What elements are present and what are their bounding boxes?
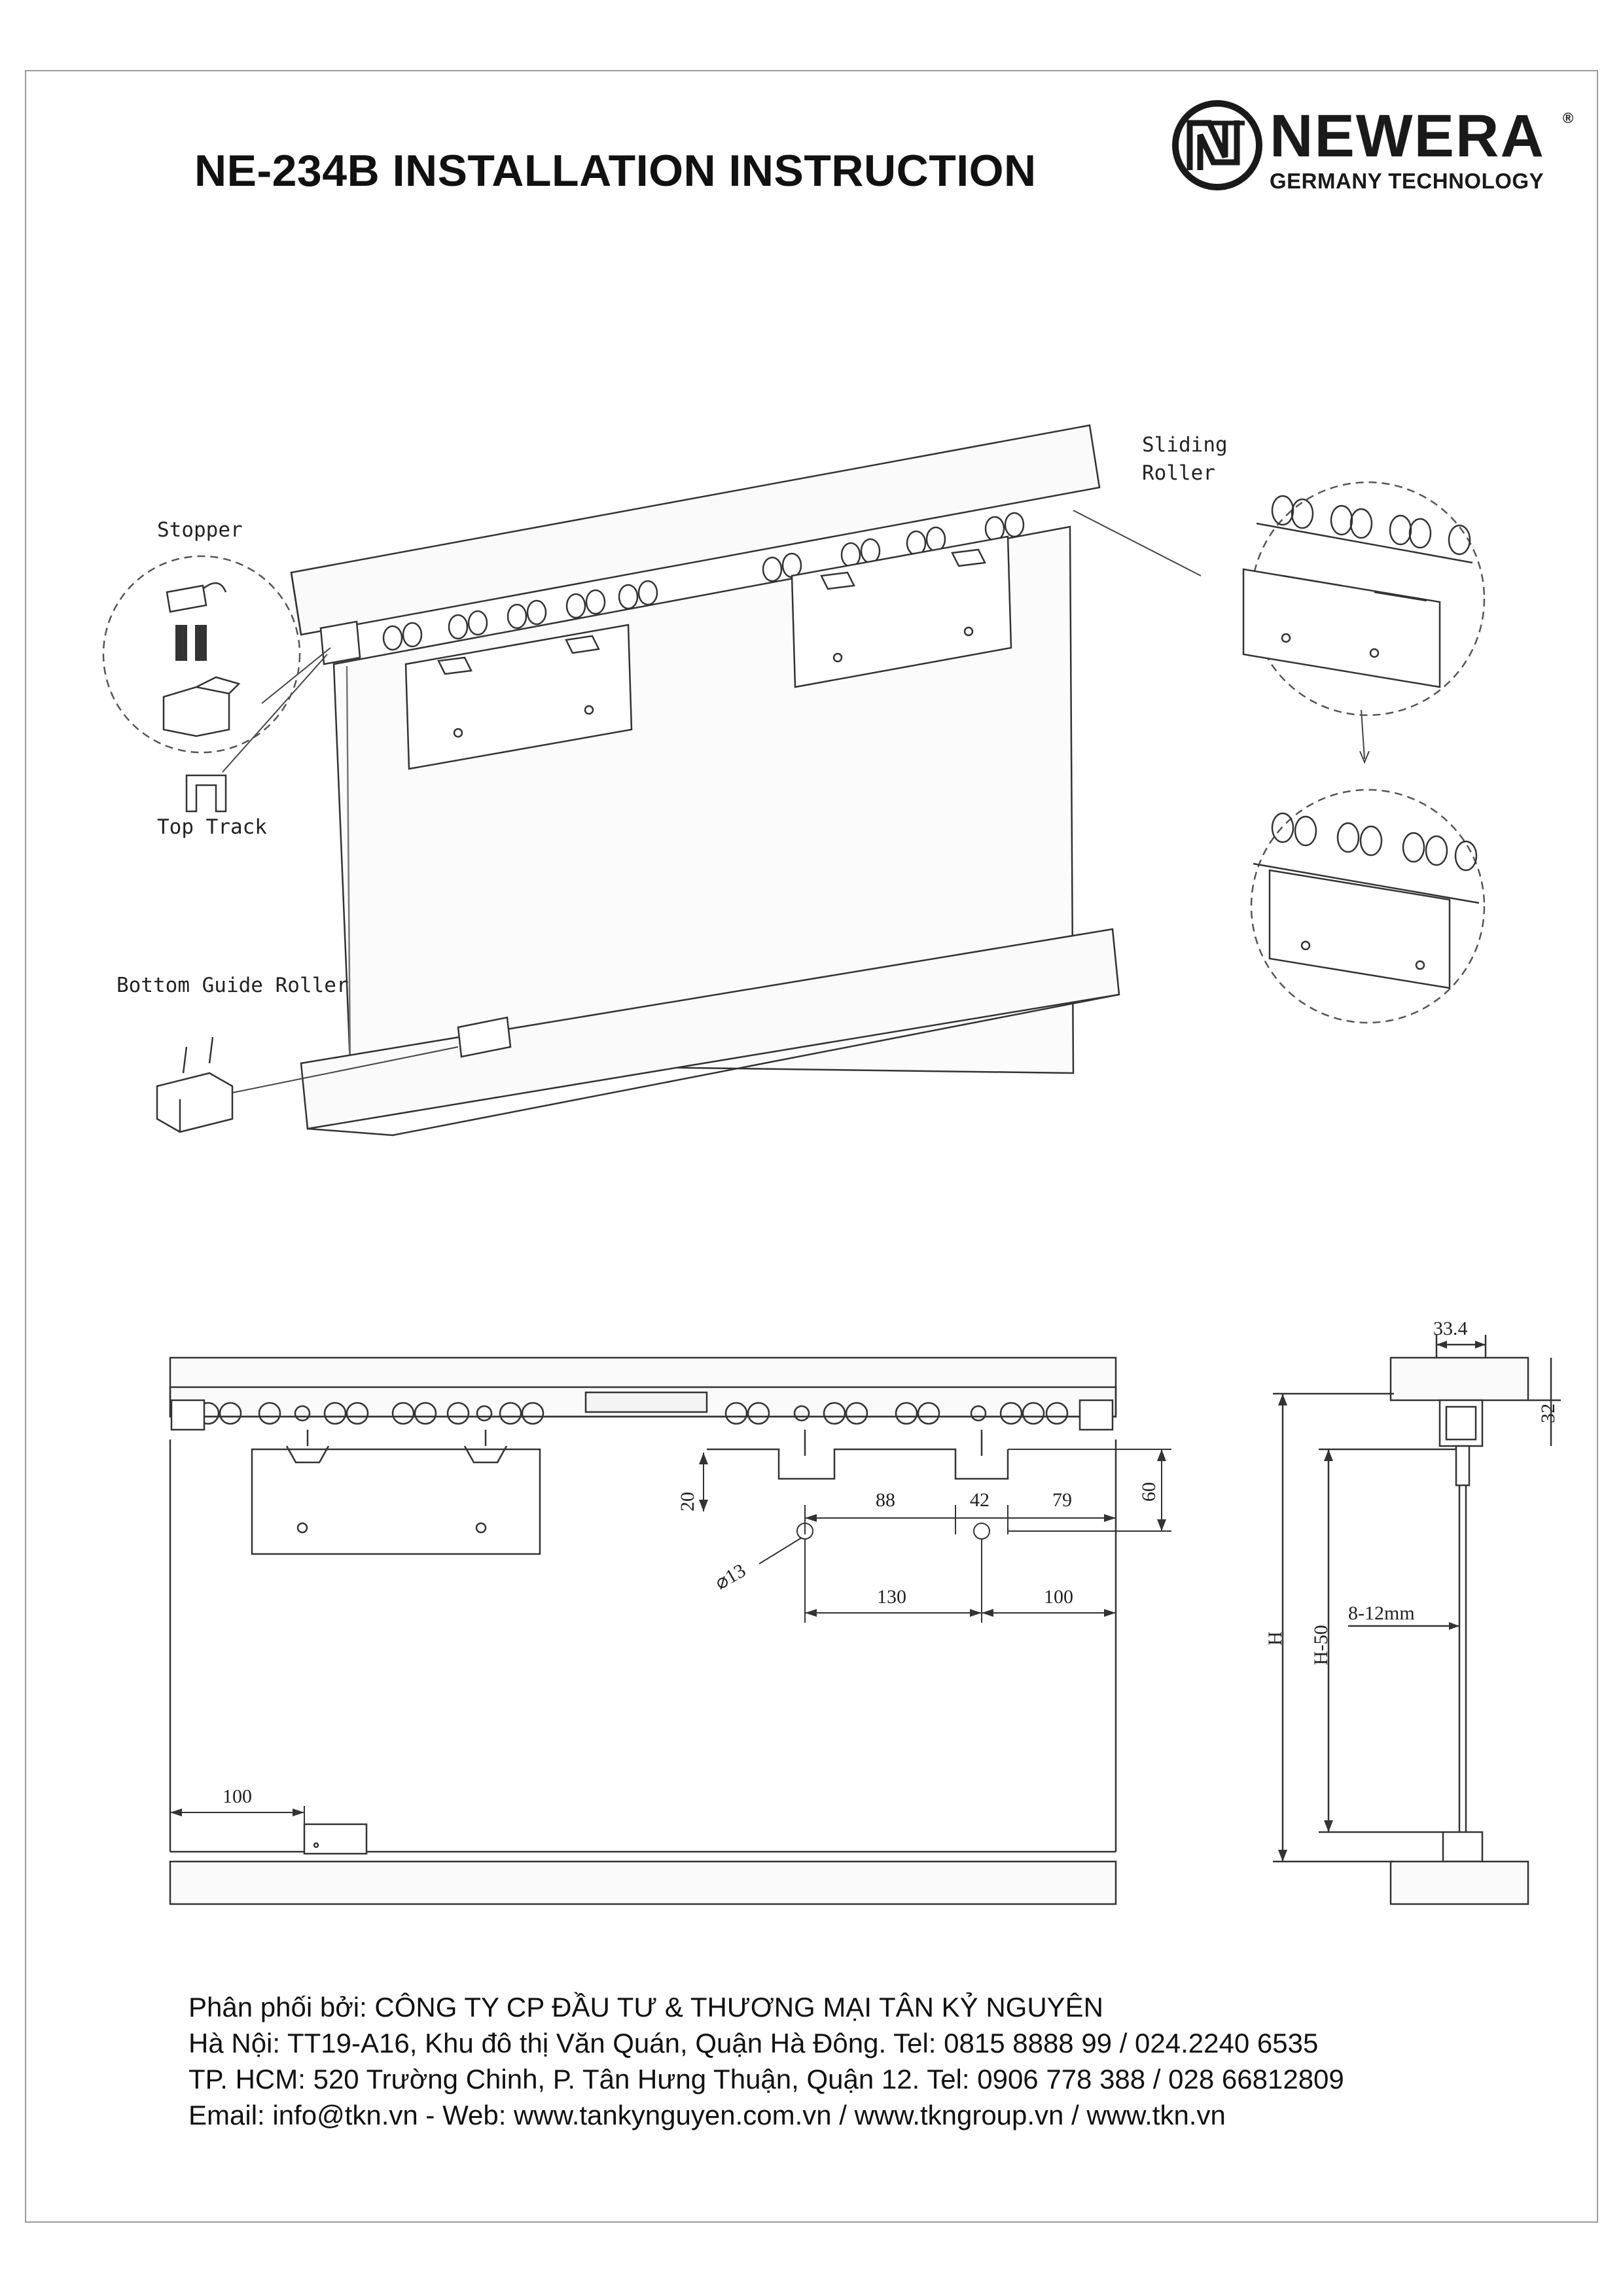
dim-100-right: 100	[1044, 1586, 1073, 1608]
dim-33-4: 33.4	[1433, 1318, 1468, 1339]
dim-hole-diameter: ⌀13	[711, 1559, 749, 1594]
dim-60: 60	[1138, 1482, 1160, 1502]
dim-100-bottom: 100	[223, 1786, 252, 1807]
registered-mark: ®	[1563, 110, 1574, 126]
sliding-roller-label-line2: Roller	[1142, 461, 1215, 485]
footer-hcm-address: TP. HCM: 520 Trường Chinh, P. Tân Hưng T…	[188, 2064, 1344, 2094]
dim-glass-thickness: 8-12mm	[1348, 1602, 1415, 1624]
footer-contact: Email: info@tkn.vn - Web: www.tankynguye…	[188, 2100, 1226, 2130]
dimension-drawing: 20 88 42 79 60 ⌀13 130 100 100 33.4 32 8…	[169, 1318, 1561, 1905]
footer-hanoi-address: Hà Nội: TT19-A16, Khu đô thị Văn Quán, Q…	[188, 2028, 1319, 2058]
dim-32: 32	[1537, 1404, 1559, 1423]
bottom-guide-roller-label: Bottom Guide Roller	[116, 974, 349, 997]
bottom-guide-roller-part	[156, 1036, 234, 1133]
brand-logo: NEWERA ® GERMANY TECHNOLOGY	[1171, 97, 1577, 202]
top-track-profile	[185, 774, 227, 813]
front-roller-set-right	[724, 1402, 1069, 1425]
newera-logo-icon	[1172, 100, 1262, 190]
stopper-detail	[102, 555, 301, 754]
footer-distributor: Phân phối bởi: CÔNG TY CP ĐẦU TƯ & THƯƠN…	[188, 1992, 1104, 2022]
top-track-label: Top Track	[157, 815, 267, 839]
brand-tagline: GERMANY TECHNOLOGY	[1270, 169, 1544, 193]
dim-130: 130	[877, 1586, 906, 1608]
sliding-roller-detail-bottom	[1250, 788, 1486, 1024]
sliding-roller-detail-top	[1242, 481, 1486, 716]
page-border	[25, 70, 1598, 2223]
sliding-roller-label-line1: Sliding	[1142, 433, 1228, 457]
page-title: NE-234B INSTALLATION INSTRUCTION	[194, 146, 1037, 196]
brand-name: NEWERA	[1270, 103, 1545, 169]
dim-79: 79	[1052, 1489, 1072, 1511]
dim-20: 20	[677, 1492, 698, 1511]
distributor-info: Phân phối bởi: CÔNG TY CP ĐẦU TƯ & THƯƠN…	[188, 1989, 1344, 2133]
side-section-view	[1273, 1335, 1561, 1905]
dim-42: 42	[970, 1489, 990, 1511]
left-roller-row	[382, 580, 658, 651]
dim-88: 88	[876, 1489, 895, 1511]
front-roller-set-left	[196, 1402, 544, 1425]
dim-height-minus-50: H-50	[1310, 1625, 1332, 1665]
assembly-drawing	[102, 424, 1486, 1137]
dim-height: H	[1264, 1631, 1286, 1646]
stopper-label: Stopper	[157, 518, 243, 542]
